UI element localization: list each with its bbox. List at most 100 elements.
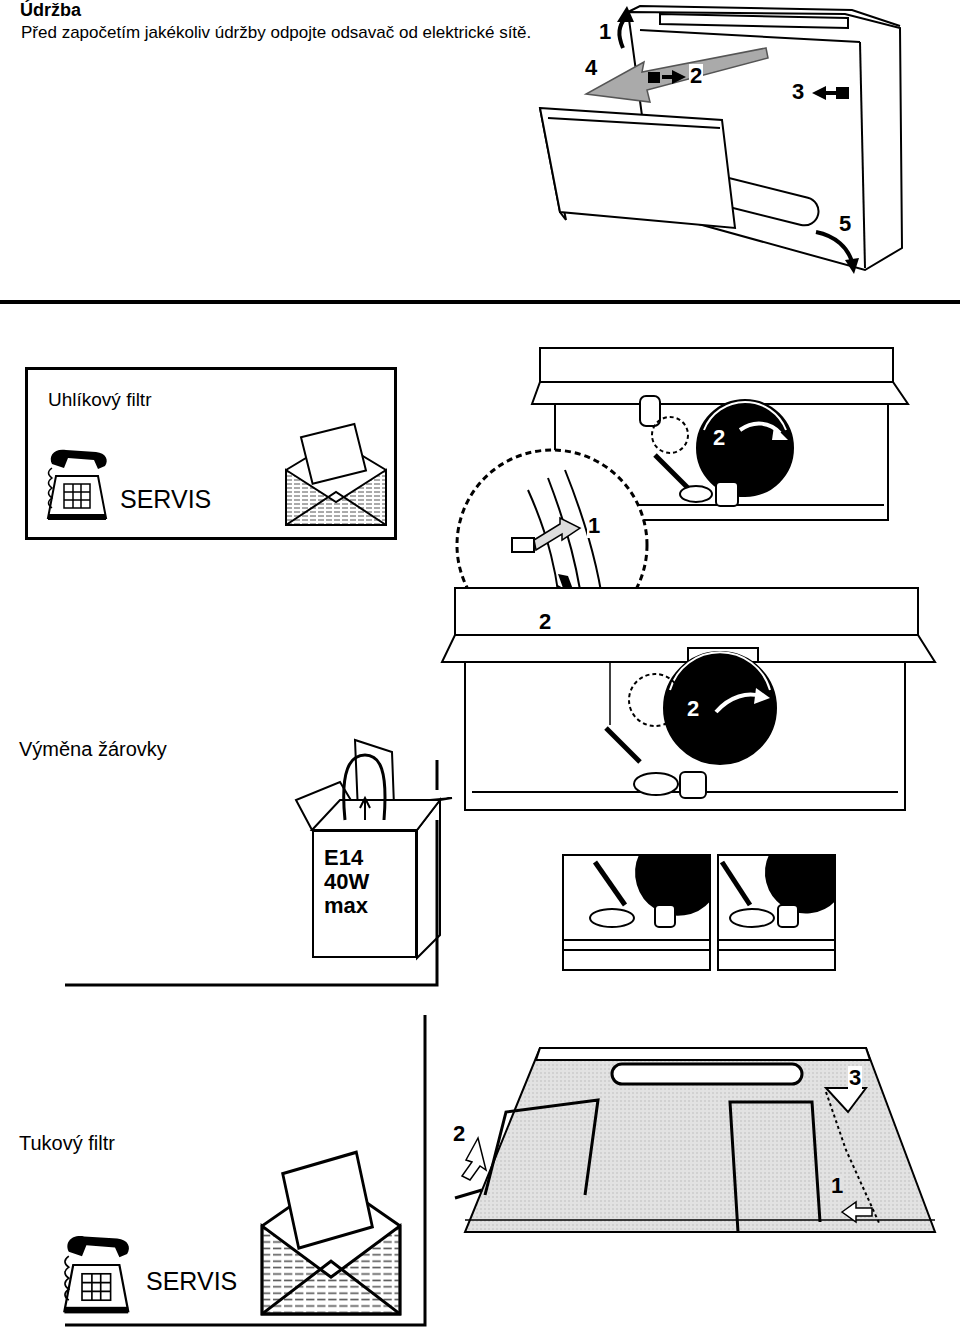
callout-number: 1 [830, 1174, 844, 1198]
callout-number: 2 [689, 64, 703, 88]
hood-lamp-view-part [442, 635, 935, 662]
section-bracket [65, 820, 437, 1325]
lamp-detail-part [595, 862, 625, 905]
grease-filter-part [612, 1064, 802, 1084]
lamp-detail-part [722, 862, 750, 905]
grease-filter-part [826, 1088, 866, 1112]
warning-note: Před započetím jakékoliv údržby odpojte … [20, 24, 552, 43]
rotate-arrow-part [754, 688, 770, 704]
hood-lamp-view-part [634, 773, 678, 795]
lamp-carton-part [344, 755, 385, 820]
lamp-detail-part [590, 909, 634, 927]
hood-carbon-view-part [680, 486, 712, 502]
hood-lamp-view [442, 588, 935, 810]
hood-top-view-part [860, 42, 865, 268]
hood-carbon-view-part [532, 382, 908, 404]
lamp-detail-part [563, 855, 710, 970]
hood-lamp-view-part [609, 662, 611, 725]
hood-top-view-part [548, 118, 720, 128]
lamp-detail-part [778, 905, 798, 927]
arrow-symbol-part [816, 232, 852, 262]
envelope-icon [262, 1152, 400, 1314]
callout-number: 3 [848, 1066, 862, 1090]
hood-carbon-view-part [540, 348, 893, 382]
lamp-carton-part [312, 800, 440, 830]
section-bracket-part [65, 820, 437, 985]
callout-number: 2 [538, 610, 552, 634]
hood-top-view-part [660, 14, 848, 28]
hood-lamp-view-part [606, 728, 640, 762]
phone-icon [48, 450, 107, 520]
detail-circle-part [512, 538, 534, 552]
rotate-arrow-part [772, 426, 788, 440]
callout-number: 2 [452, 1122, 466, 1146]
section-heading: Tukový filtr [18, 1132, 116, 1154]
callout-number: 4 [584, 56, 598, 80]
arrow-symbol [586, 6, 859, 274]
arrow-symbol-part [648, 72, 660, 83]
service-label: SERVIS [120, 486, 211, 514]
arrow-symbol-part [672, 70, 686, 84]
callout-number: 2 [686, 697, 700, 721]
lamp-detail-part [718, 939, 835, 941]
arrow-symbol-part [836, 87, 849, 99]
grease-filter-part [455, 1190, 482, 1198]
callout-number: 5 [838, 212, 852, 236]
grease-filter [455, 1048, 935, 1232]
arrow-symbol-part [619, 18, 625, 48]
arrow-symbol [462, 1138, 872, 1222]
lamp-detail-part [718, 855, 835, 970]
lamp-detail-part [730, 909, 774, 927]
lamp-detail [563, 855, 835, 970]
hood-carbon-view-part [652, 417, 688, 453]
grease-filter-part [465, 1219, 935, 1221]
envelope-icon [286, 424, 386, 525]
hood-top-view-part [540, 108, 735, 228]
arrow-symbol-part [586, 48, 768, 102]
hood-carbon-view-part [697, 400, 793, 496]
hood-top-view [540, 6, 902, 270]
lamp-detail-part [718, 949, 835, 951]
arrow-symbol-part [824, 91, 838, 95]
panel-heading: Uhlíkový filtr [48, 390, 151, 411]
service-label: SERVIS [145, 1268, 238, 1296]
filter-panel: Uhlíkový filtrSERVIS [25, 367, 397, 540]
callout-number: 3 [791, 80, 805, 104]
section-bracket-part [65, 1015, 425, 1325]
divider-line [0, 300, 960, 304]
grease-filter-part [485, 1100, 598, 1195]
rotate-arrow-part [716, 695, 760, 712]
hood-lamp-view-part [670, 652, 770, 690]
carton-face: E14 40W max [312, 830, 417, 958]
rotate-arrow [716, 688, 770, 712]
hood-lamp-view-part [455, 588, 918, 635]
hood-lamp-view-part [680, 772, 706, 798]
arrow-symbol-part [845, 258, 859, 274]
lamp-carton-part [436, 760, 439, 790]
lamp-detail-part [766, 855, 835, 912]
page-title: Údržba [20, 1, 81, 21]
hood-lamp-view-part [664, 652, 776, 764]
callout-number: 1 [587, 514, 601, 538]
detail-circle-part [534, 518, 580, 550]
hood-top-view-part [640, 30, 860, 42]
lamp-spec: E14 40W max [324, 846, 386, 919]
lamp-detail-part [563, 939, 710, 941]
lamp-carton [296, 740, 452, 958]
lamp-carton-part [360, 798, 370, 808]
arrow-symbol-part [842, 1202, 872, 1222]
arrow-symbol-part [617, 6, 634, 22]
lamp-detail-part [563, 949, 710, 951]
hood-carbon-view-part [716, 482, 738, 506]
grease-filter-part [730, 1102, 820, 1232]
hood-carbon-view-part [655, 455, 688, 488]
arrow-symbol-part [812, 86, 826, 100]
lamp-carton-part [364, 800, 366, 820]
rotate-arrow [740, 424, 788, 440]
phone-icon [64, 1236, 129, 1313]
grease-filter-part [465, 1048, 935, 1232]
grease-filter-part [536, 1048, 870, 1060]
callout-number: 2 [712, 426, 726, 450]
